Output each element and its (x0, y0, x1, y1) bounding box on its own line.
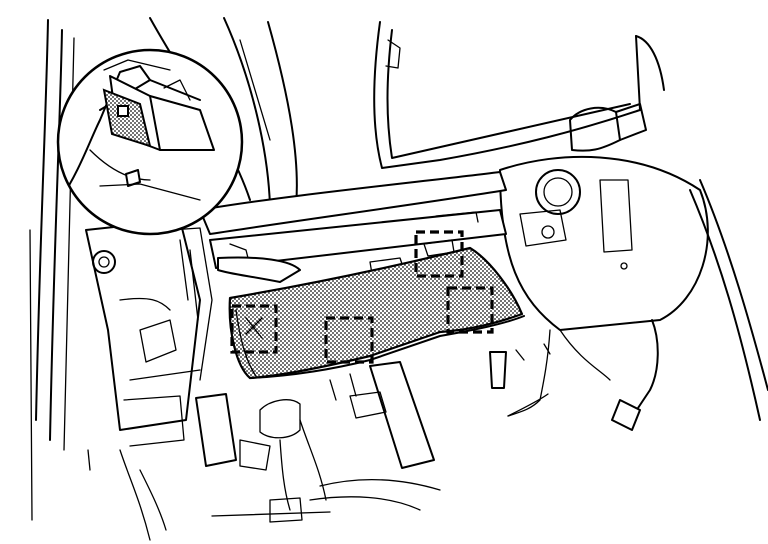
a-pillar-lines (29, 19, 91, 521)
lower-floor-components (119, 361, 441, 541)
lower-dash-panel (228, 246, 525, 380)
dash-rail (199, 171, 507, 283)
clip-markers (230, 230, 494, 364)
left-bracket-structure (85, 219, 213, 447)
clip-marker (230, 304, 278, 354)
clip-detail-view (56, 48, 244, 236)
clip-marker (324, 316, 374, 364)
instrument-cluster-hood (373, 21, 665, 169)
clip-marker (414, 230, 464, 278)
wire-harness-right (489, 319, 659, 431)
clip-marker (446, 286, 494, 334)
steering-column-shroud (499, 155, 768, 421)
